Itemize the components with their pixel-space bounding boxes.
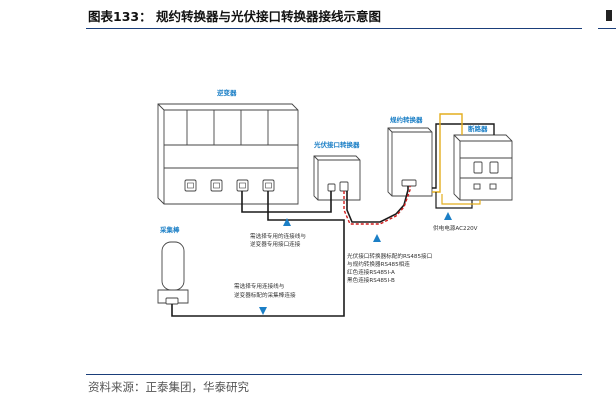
rs485-red-wire	[343, 186, 411, 225]
collector-label: 采集棒	[160, 225, 180, 234]
rs485-note-line-1: 光伏接口转换器标配的RS485接口	[347, 252, 432, 260]
pv-cable-note-line-2: 逆变器专用接口连接	[250, 240, 301, 248]
collector-stick	[157, 241, 189, 305]
pv-converter-label: 光伏接口转换器	[313, 140, 360, 149]
protocol-converter-label: 规约转换器	[390, 115, 423, 124]
inverter-label: 逆变器	[217, 88, 237, 97]
collector-cable-pointer	[259, 307, 267, 315]
inverter	[157, 103, 299, 205]
page-title: 图表133： 规约转换器与光伏接口转换器接线示意图	[88, 9, 381, 24]
pv-cable	[241, 191, 332, 213]
pv-cable-pointer	[283, 218, 291, 226]
rs485-black-wire	[346, 186, 409, 223]
next-panel-edge-marker	[606, 10, 612, 21]
source-note: 资料来源：正泰集团，华泰研究	[88, 380, 249, 394]
collector-cable-note-line-2: 逆变器标配的采集棒连接	[234, 291, 296, 299]
power-supply-label: 供电电源AC220V	[433, 224, 478, 232]
power-output-yellow-wire	[441, 194, 481, 205]
title-divider	[86, 28, 582, 29]
circuit-breaker	[453, 134, 513, 201]
power-feed-dark-wire	[432, 123, 495, 189]
source-divider	[86, 374, 582, 375]
rs485-note-line-3: 红色连接RS485I-A	[347, 268, 395, 276]
pv-interface-converter	[313, 155, 361, 201]
breaker-label: 断路器	[468, 124, 488, 133]
collector-cable	[171, 191, 345, 317]
collector-cable-note-line-1: 需选择专用连接线与	[234, 282, 284, 290]
rs485-note-line-4: 黑色连接RS485I-B	[347, 276, 395, 284]
protocol-converter	[387, 127, 433, 197]
next-panel-divider	[598, 28, 616, 29]
power-feed-yellow-wire	[432, 113, 463, 193]
rs485-note-line-2: 与规约转换器RS485相连	[347, 260, 410, 268]
pv-cable-note-line-1: 需选择专用的连接线与	[250, 232, 306, 240]
rs485-pointer	[373, 234, 381, 242]
power-pointer	[444, 212, 452, 220]
